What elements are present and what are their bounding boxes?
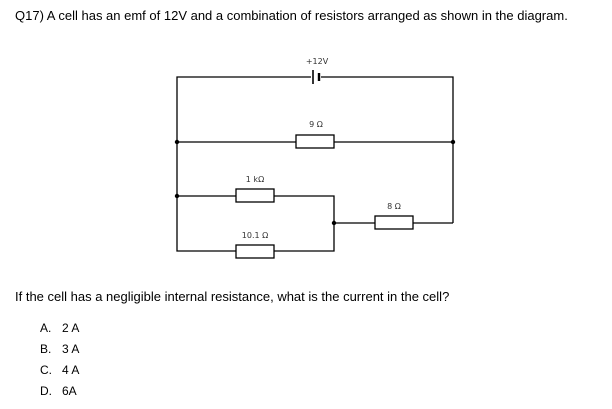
- resistor-top: [295, 134, 335, 149]
- junction-dot: [174, 139, 180, 145]
- resistor-left-lower-label: 10.1 Ω: [242, 231, 268, 240]
- resistor-right-label: 8 Ω: [387, 202, 401, 211]
- wire-inner-upper-right: [274, 195, 335, 252]
- option-c[interactable]: C. 4 A: [40, 363, 79, 384]
- option-b[interactable]: B. 3 A: [40, 342, 79, 363]
- option-d[interactable]: D. 6A: [40, 384, 79, 405]
- option-text: 6A: [62, 384, 77, 398]
- wire-left-rail: [176, 142, 236, 252]
- option-text: 2 A: [62, 321, 80, 335]
- question-text: Q17) A cell has an emf of 12V and a comb…: [15, 8, 568, 23]
- option-letter: C.: [40, 363, 52, 377]
- prompt-text: If the cell has a negligible internal re…: [15, 289, 450, 304]
- resistor-left-upper-label: 1 kΩ: [246, 175, 264, 184]
- option-letter: D.: [40, 384, 52, 398]
- option-letter: B.: [40, 342, 52, 356]
- option-text: 4 A: [62, 363, 80, 377]
- junction-dot: [174, 193, 180, 199]
- wire-top-right: [321, 76, 454, 223]
- junction-dot: [450, 139, 456, 145]
- answer-options: A. 2 A B. 3 A C. 4 A D. 6A: [40, 321, 79, 405]
- option-text: 3 A: [62, 342, 80, 356]
- option-a[interactable]: A. 2 A: [40, 321, 79, 342]
- resistor-left-upper: [235, 188, 275, 203]
- resistor-left-lower: [235, 244, 275, 259]
- wire-top-left: [176, 76, 311, 142]
- resistor-right: [374, 215, 414, 230]
- resistor-top-label: 9 Ω: [309, 120, 323, 129]
- junction-dot: [331, 220, 337, 226]
- option-letter: A.: [40, 321, 52, 335]
- cell-label: +12V: [306, 57, 329, 66]
